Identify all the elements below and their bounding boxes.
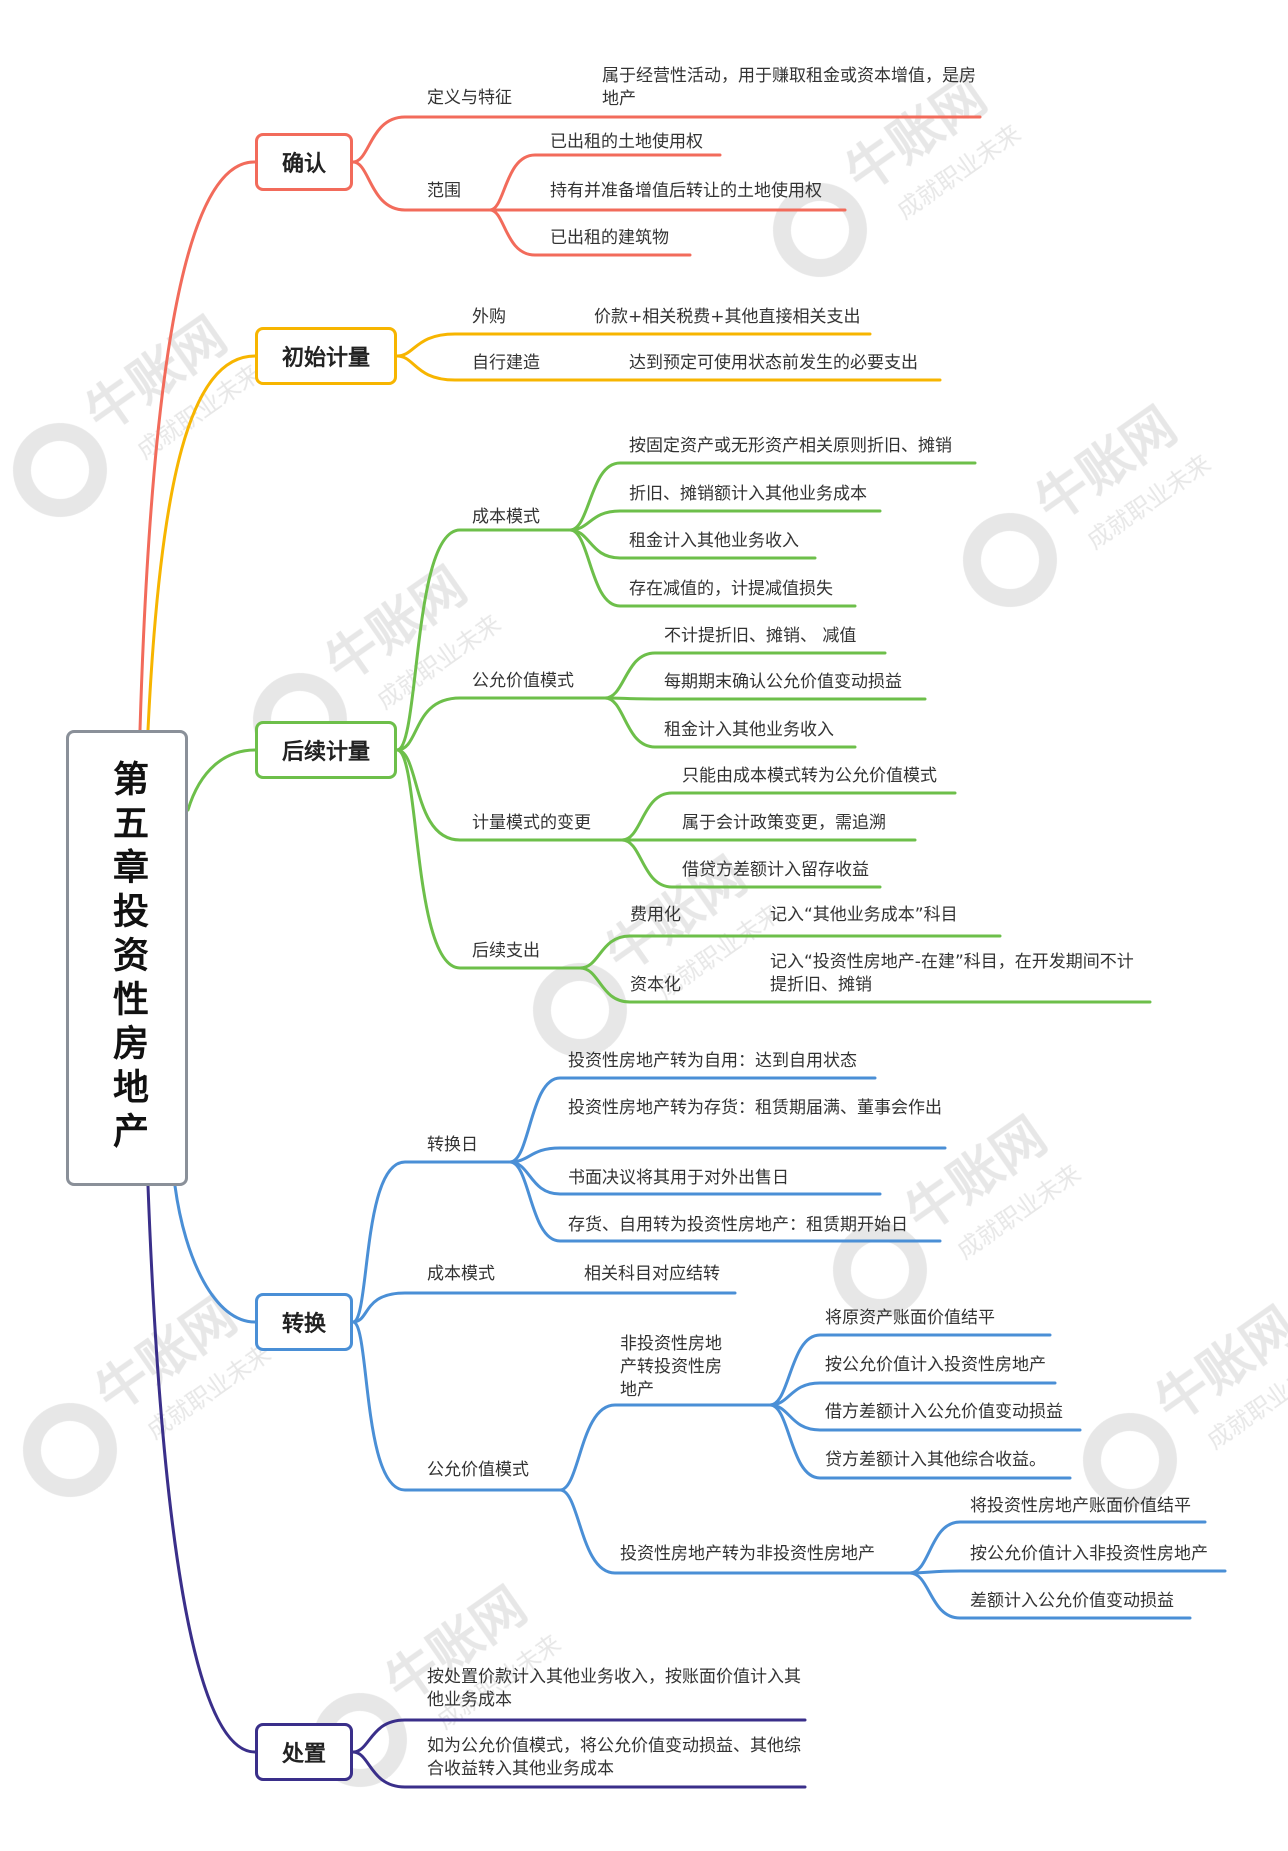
cost-model-item: 按固定资产或无形资产相关原则折旧、摊销 [629,436,952,456]
branch-initial-label: 初始计量 [281,346,370,371]
model-change-item: 借贷方差额计入留存收益 [682,860,869,880]
fair-model-item: 租金计入其他业务收入 [664,720,834,740]
branch-convert[interactable]: 转换 [255,1293,353,1351]
branch-dispose-label: 处置 [281,1742,326,1767]
confirm-scope-item: 持有并准备增值后转让的土地使用权 [550,181,822,201]
branch-subsequent-label: 后续计量 [281,740,370,765]
initial-purchase-label: 外购 [472,307,506,327]
initial-self-built-label: 自行建造 [472,353,540,373]
confirm-connectors [351,115,982,257]
subsequent-later-spending-label: 后续支出 [472,941,540,961]
subsequent-model-change-label: 计量模式的变更 [472,813,591,833]
branch-dispose[interactable]: 处置 [255,1723,353,1781]
convert-date-item: 书面决议将其用于对外出售日 [568,1168,789,1188]
from-invest-item: 按公允价值计入非投资性房地产 [970,1544,1208,1564]
convert-date-label: 转换日 [427,1135,478,1155]
confirm-scope-label: 范围 [427,181,461,201]
initial-purchase-text: 价款+相关税费+其他直接相关支出 [594,307,861,327]
connector-confirm [138,160,257,732]
model-change-item: 属于会计政策变更，需追溯 [682,813,886,833]
convert-date-item: 投资性房地产转为存货：租赁期届满、董事会作出 [568,1098,942,1118]
capitalized-label: 资本化 [630,975,681,995]
branch-confirm-label: 确认 [281,152,326,177]
root-node[interactable]: 第五章投资性房地产 [66,730,188,1186]
to-invest-item: 借方差额计入公允价值变动损益 [825,1402,1063,1422]
connector-convert [173,1184,257,1324]
confirm-scope-item: 已出租的土地使用权 [550,132,703,152]
confirm-definition-text: 属于经营性活动，用于赚取租金或资本增值，是房地产 [602,66,976,109]
cost-model-item: 折旧、摊销额计入其他业务成本 [629,484,867,504]
cost-model-item: 租金计入其他业务收入 [629,531,799,551]
branch-confirm[interactable]: 确认 [255,133,353,191]
to-invest-item: 按公允价值计入投资性房地产 [825,1355,1046,1375]
convert-fair-label: 公允价值模式 [427,1460,529,1480]
confirm-scope-item: 已出租的建筑物 [550,228,669,248]
branch-convert-label: 转换 [281,1312,326,1337]
subsequent-cost-model-label: 成本模式 [472,507,540,527]
dispose-connectors [351,1718,807,1789]
to-invest-item: 贷方差额计入其他综合收益。 [825,1450,1046,1470]
dispose-item: 按处置价款计入其他业务收入，按账面价值计入其他业务成本 [427,1667,801,1710]
connector-subsequent [186,748,257,812]
convert-date-item: 存货、自用转为投资性房地产：租赁期开始日 [568,1215,908,1235]
subsequent-connectors [395,461,1152,1004]
convert-date-item: 投资性房地产转为自用：达到自用状态 [568,1051,857,1071]
initial-self-built-text: 达到预定可使用状态前发生的必要支出 [629,353,918,373]
model-change-item: 只能由成本模式转为公允价值模式 [682,766,937,786]
connector-dispose [146,1184,257,1754]
cost-model-item: 存在减值的，计提减值损失 [629,579,833,599]
convert-cost-label: 成本模式 [427,1264,495,1284]
root-title: 第五章投资性房地产 [107,760,148,1156]
fair-model-item: 每期期末确认公允价值变动损益 [664,672,902,692]
fair-model-item: 不计提折旧、摊销、 减值 [664,626,857,646]
convert-connectors [351,1076,1227,1620]
to-invest-item: 将原资产账面价值结平 [825,1308,995,1328]
confirm-definition-label: 定义与特征 [427,88,512,108]
connector-initial [146,354,257,732]
from-invest-item: 差额计入公允价值变动损益 [970,1591,1174,1611]
expensed-text: 记入“其他业务成本”科目 [770,905,958,925]
subsequent-fair-model-label: 公允价值模式 [472,671,574,691]
capitalized-text: 记入“投资性房地产-在建”科目，在开发期间不计提折旧、摊销 [770,952,1134,995]
branch-initial[interactable]: 初始计量 [255,327,397,385]
to-invest-label: 非投资性房地产转投资性房地产 [620,1334,722,1400]
branch-subsequent[interactable]: 后续计量 [255,721,397,779]
expensed-label: 费用化 [630,905,681,925]
from-invest-item: 将投资性房地产账面价值结平 [970,1496,1191,1516]
initial-connectors [395,332,942,382]
dispose-item: 如为公允价值模式，将公允价值变动损益、其他综合收益转入其他业务成本 [427,1736,801,1779]
from-invest-label: 投资性房地产转为非投资性房地产 [620,1544,875,1564]
convert-cost-text: 相关科目对应结转 [584,1264,720,1284]
